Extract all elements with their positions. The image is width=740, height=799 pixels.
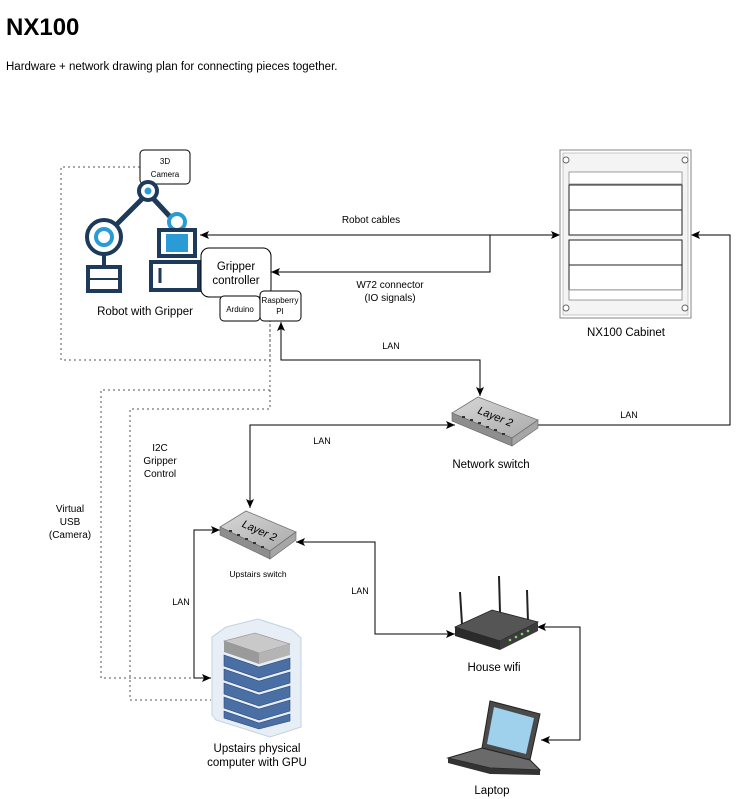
- nx100-cabinet-icon[interactable]: [559, 149, 692, 319]
- vusb-label-2: USB: [60, 517, 81, 528]
- lan-label-switch-upstairs: LAN: [313, 436, 331, 446]
- lan-rpi-switch-edge[interactable]: [277, 322, 484, 396]
- i2c-label-2: Gripper: [143, 456, 177, 467]
- gripper-controller-label-2: controller: [212, 275, 259, 287]
- camera-label-2: Camera: [151, 170, 180, 179]
- lan-label-cabinet: LAN: [620, 410, 638, 420]
- lan-cabinet-switch-edge[interactable]: [528, 231, 731, 429]
- gripper-controller-label: Gripper: [217, 261, 256, 273]
- cabinet-label: NX100 Cabinet: [587, 327, 666, 339]
- lan-label-rpi: LAN: [382, 341, 400, 351]
- w72-connector-label-2: (IO signals): [364, 293, 415, 304]
- robot-label: Robot with Gripper: [97, 306, 193, 318]
- laptop-icon[interactable]: [446, 700, 542, 775]
- lan-upstairs-computer-edge[interactable]: [193, 526, 220, 682]
- upstairs-switch-label: Upstairs switch: [229, 569, 286, 579]
- page-subtitle: Hardware + network drawing plan for conn…: [6, 61, 338, 73]
- computer-label-2: computer with GPU: [207, 757, 307, 769]
- server-icon[interactable]: [211, 618, 302, 738]
- i2c-label-3: Control: [144, 469, 176, 480]
- robot-cables-label: Robot cables: [342, 215, 400, 226]
- upstairs-switch-icon[interactable]: Layer 2: [219, 510, 297, 560]
- network-switch-icon[interactable]: Layer 2: [451, 396, 539, 447]
- house-wifi-icon[interactable]: [453, 575, 540, 650]
- robot-icon[interactable]: [85, 180, 201, 293]
- lan-upstairs-wifi-edge[interactable]: [296, 538, 455, 638]
- lan-label-upstairs-computer: LAN: [172, 597, 190, 607]
- computer-label: Upstairs physical: [214, 743, 301, 755]
- camera-node[interactable]: 3D Camera: [139, 149, 191, 185]
- page-title: NX100: [6, 14, 80, 41]
- network-switch-label: Network switch: [452, 459, 529, 471]
- server-blades: [223, 654, 291, 730]
- w72-connector-label: W72 connector: [356, 280, 424, 291]
- gripper-controller-node[interactable]: Gripper controller: [200, 247, 272, 298]
- arduino-label: Arduino: [226, 305, 254, 314]
- raspberry-label-2: PI: [276, 307, 284, 316]
- vusb-label: Virtual: [56, 504, 84, 515]
- w72-connector-edge[interactable]: [271, 235, 491, 276]
- laptop-label: Laptop: [474, 785, 509, 797]
- raspberry-label: Raspberry: [262, 296, 299, 305]
- raspberry-pi-node[interactable]: Raspberry PI: [259, 290, 302, 322]
- lan-label-upstairs-wifi: LAN: [351, 586, 369, 596]
- i2c-label: I2C: [152, 443, 168, 454]
- camera-label: 3D: [160, 157, 170, 166]
- robot-group-boundary: [60, 166, 271, 361]
- i2c-gripper-line: [129, 320, 271, 701]
- house-wifi-label: House wifi: [467, 662, 520, 674]
- vusb-label-3: (Camera): [49, 530, 91, 541]
- arduino-node[interactable]: Arduino: [219, 295, 261, 322]
- wifi-laptop-edge[interactable]: [537, 623, 581, 744]
- lan-switch-upstairs-edge[interactable]: [246, 421, 455, 508]
